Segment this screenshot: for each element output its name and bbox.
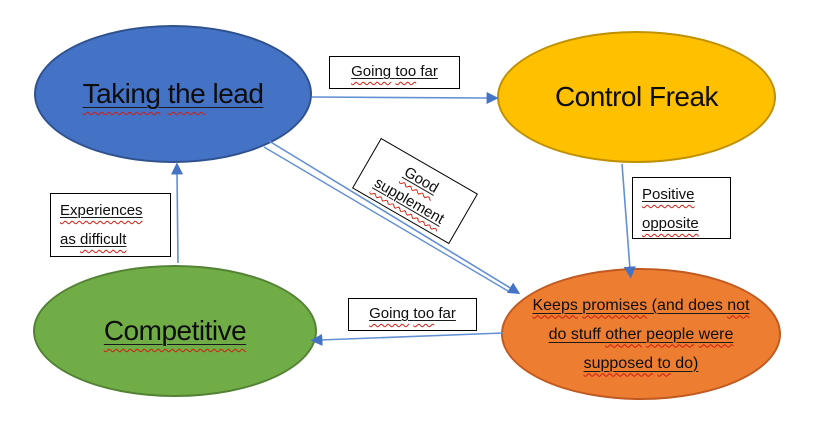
node-competitive: Competitive <box>33 265 317 397</box>
node-taking-the-lead: Taking the lead <box>34 25 312 163</box>
node-control-freak: Control Freak <box>497 31 776 163</box>
node-competitive-label: Competitive <box>103 315 247 346</box>
arrow-lead-to-control <box>311 91 499 104</box>
arrow-control-to-promises <box>621 163 636 279</box>
node-taking-the-lead-label: Taking the lead <box>82 78 264 109</box>
node-control-freak-label: Control Freak <box>554 81 719 112</box>
edge-label-going-too-far-bottom: Going too far <box>348 298 477 331</box>
edge-label-going-too-far-top: Going too far <box>329 56 460 89</box>
arrow-competitive-to-lead <box>171 162 184 264</box>
arrow-promises-to-competitive <box>310 332 504 346</box>
